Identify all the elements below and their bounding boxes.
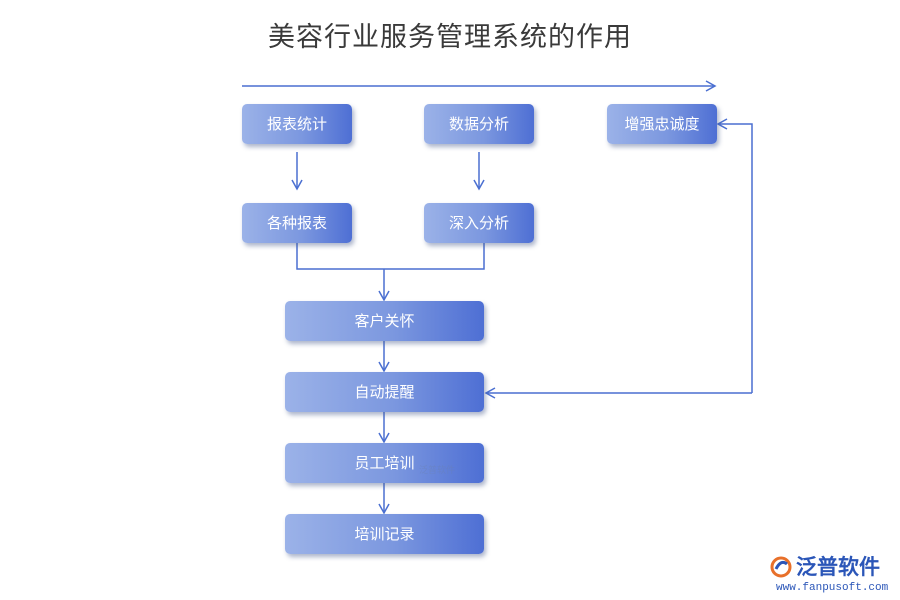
node-deep-analysis: 深入分析 [424, 203, 534, 243]
merge-connector [296, 243, 485, 270]
node-training-records: 培训记录 [285, 514, 484, 554]
brand-url: www.fanpusoft.com [776, 582, 889, 594]
arrow-loop-to-loyalty [716, 118, 753, 393]
node-auto-reminder: 自动提醒 [285, 372, 484, 412]
brand-name: 泛普软件 [796, 555, 880, 579]
watermark: 泛普软件 [419, 466, 456, 476]
node-report-stats: 报表统计 [242, 104, 352, 144]
brand-logo-block: 泛普软件 www.fanpusoft.com [766, 552, 892, 598]
diagram-title: 美容行业服务管理系统的作用 [268, 22, 632, 53]
fanpu-logo-icon [770, 556, 792, 578]
node-loyalty: 增强忠诚度 [607, 104, 717, 144]
node-staff-training: 员工培训 [285, 443, 484, 483]
node-various-reports: 各种报表 [242, 203, 352, 243]
node-data-analysis: 数据分析 [424, 104, 534, 144]
node-customer-care: 客户关怀 [285, 301, 484, 341]
